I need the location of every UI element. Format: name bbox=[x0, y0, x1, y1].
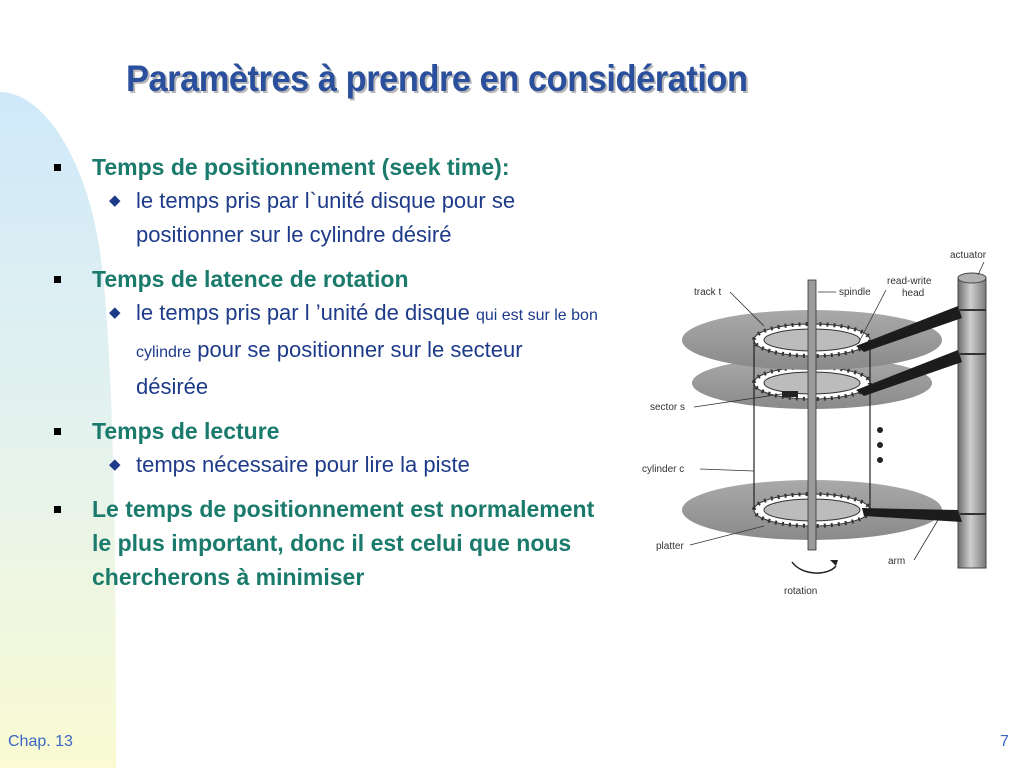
diamond-bullet-icon: ◆ bbox=[109, 192, 121, 209]
slide-title: Paramètres à prendre en considération bbox=[126, 58, 748, 99]
sub-bullet-text-a: le temps pris par l ’unité de disque bbox=[136, 300, 470, 325]
label-track: track t bbox=[694, 287, 721, 298]
arm-bottom bbox=[862, 508, 962, 522]
sub-bullet-text: le temps pris par l`unité disque pour se… bbox=[136, 188, 516, 247]
sub-bullet-seek-time: ◆ le temps pris par l`unité disque pour … bbox=[52, 184, 600, 252]
label-sector: sector s bbox=[650, 402, 685, 413]
sub-bullet-text-b: pour se positionner sur le secteur désir… bbox=[136, 337, 523, 399]
label-read-write-head-2: head bbox=[902, 288, 924, 299]
spindle bbox=[807, 279, 817, 551]
diamond-bullet-icon: ◆ bbox=[109, 304, 121, 321]
label-read-write-head-1: read-write bbox=[887, 276, 932, 287]
bullet-text: Temps de latence de rotation bbox=[92, 266, 409, 292]
sector-highlight bbox=[782, 391, 798, 397]
rotation-arrow-icon bbox=[791, 561, 837, 574]
more-platters-dot bbox=[877, 457, 883, 463]
square-bullet-icon bbox=[54, 276, 61, 283]
diamond-bullet-icon: ◆ bbox=[109, 456, 121, 473]
sub-bullet-read-time: ◆ temps nécessaire pour lire la piste bbox=[52, 448, 600, 482]
label-arm: arm bbox=[888, 556, 905, 567]
sub-bullet-rotation-latency: ◆ le temps pris par l ’unité de disque q… bbox=[52, 296, 600, 404]
label-actuator: actuator bbox=[950, 250, 987, 261]
label-cylinder: cylinder c bbox=[642, 464, 684, 475]
more-platters-dot bbox=[877, 427, 883, 433]
footer-page-number: 7 bbox=[1000, 733, 1009, 750]
sub-bullet-text-small: qui est sur le bon cylindre bbox=[136, 307, 598, 361]
actuator-shaft bbox=[957, 277, 987, 569]
label-spindle: spindle bbox=[839, 287, 871, 298]
square-bullet-icon bbox=[54, 428, 61, 435]
footer-chapter: Chap. 13 bbox=[8, 733, 73, 750]
bullet-rotation-latency: Temps de latence de rotation bbox=[52, 262, 600, 296]
bullet-text: Le temps de positionnement est normaleme… bbox=[92, 496, 595, 590]
arm-top bbox=[856, 306, 962, 352]
bullet-seek-time: Temps de positionnement (seek time): bbox=[52, 150, 600, 184]
bullet-list: Temps de positionnement (seek time): ◆ l… bbox=[52, 150, 600, 594]
label-rotation: rotation bbox=[784, 586, 817, 597]
square-bullet-icon bbox=[54, 164, 61, 171]
bullet-read-time: Temps de lecture bbox=[52, 414, 600, 448]
actuator-top bbox=[957, 272, 987, 284]
disk-structure-diagram: actuator track t spindle read-write head… bbox=[642, 250, 987, 597]
label-platter: platter bbox=[656, 541, 684, 552]
more-platters-dot bbox=[877, 442, 883, 448]
arm-middle bbox=[856, 350, 962, 396]
bullet-text: Temps de positionnement (seek time): bbox=[92, 154, 510, 180]
sub-bullet-text: temps nécessaire pour lire la piste bbox=[136, 452, 470, 477]
bullet-conclusion: Le temps de positionnement est normaleme… bbox=[52, 492, 600, 594]
bullet-text: Temps de lecture bbox=[92, 418, 280, 444]
square-bullet-icon bbox=[54, 506, 61, 513]
